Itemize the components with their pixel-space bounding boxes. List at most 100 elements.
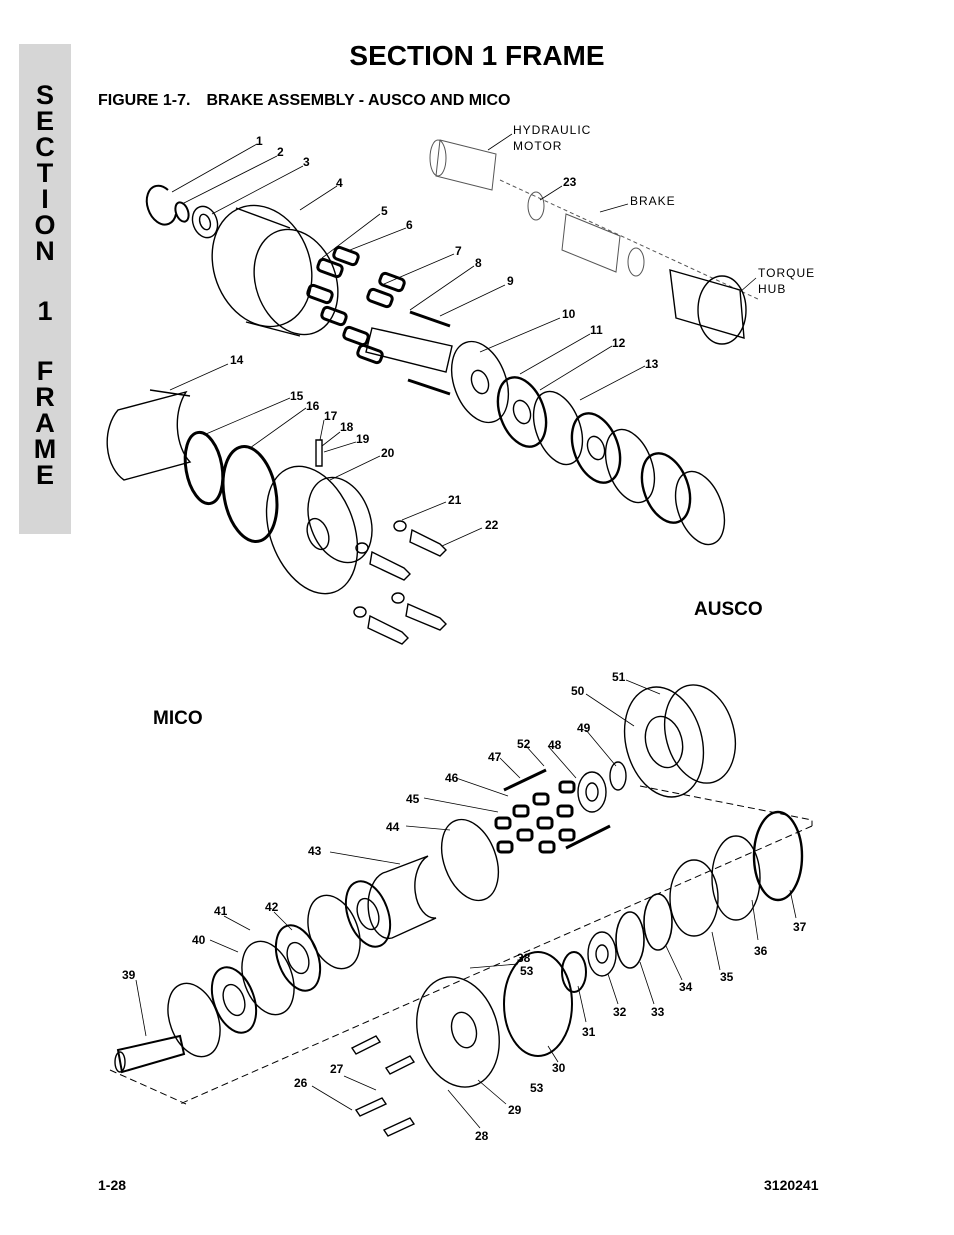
callout-50: 50: [571, 684, 585, 698]
brake-shaft: [365, 327, 453, 373]
callout-26: 26: [294, 1076, 308, 1090]
callout-46: 46: [445, 771, 459, 785]
bleed-fitting: [315, 439, 323, 467]
callout-44: 44: [386, 820, 400, 834]
callout-15: 15: [290, 389, 304, 403]
callout-18: 18: [340, 420, 354, 434]
torque-hub-label: HUB: [758, 282, 786, 296]
callout-5: 5: [381, 204, 388, 218]
hydraulic-motor-label: MOTOR: [513, 139, 562, 153]
pin: [409, 310, 451, 328]
page-number: 1-28: [98, 1177, 127, 1193]
bolt-group: [350, 1035, 416, 1137]
pin: [503, 768, 547, 792]
cylinder-sleeve: [367, 855, 437, 940]
side-tab-letter: A: [35, 408, 55, 438]
side-tab-letter: O: [34, 210, 56, 240]
callout-33: 33: [651, 1005, 665, 1019]
callout-43: 43: [308, 844, 322, 858]
brake-housing: [211, 204, 313, 328]
callout-40: 40: [192, 933, 206, 947]
mico-variant-label: MICO: [153, 708, 203, 729]
spring-group: [306, 245, 406, 365]
side-tab-letter: N: [35, 236, 55, 266]
callout-52: 52: [517, 737, 531, 751]
callout-35: 35: [720, 970, 734, 984]
callout-36: 36: [754, 944, 768, 958]
hydraulic-motor-label: HYDRAULIC: [513, 123, 591, 137]
side-tab-letter: F: [36, 356, 54, 386]
callout-45: 45: [406, 792, 420, 806]
side-tab-letter: I: [41, 184, 49, 214]
callout-8: 8: [475, 256, 482, 270]
bolt-group: [353, 520, 447, 645]
friction-plate-stack: [167, 880, 392, 1058]
callout-16: 16: [306, 399, 320, 413]
callout-32: 32: [613, 1005, 627, 1019]
callout-34: 34: [679, 980, 693, 994]
end-plate: [265, 465, 359, 595]
torque-hub-label: TORQUE: [758, 266, 815, 280]
callout-22: 22: [485, 518, 499, 532]
callout-10: 10: [562, 307, 576, 321]
callout-9: 9: [507, 274, 514, 288]
callout-12: 12: [612, 336, 626, 350]
document-number: 3120241: [764, 1177, 819, 1193]
callout-2: 2: [277, 145, 284, 159]
callout-30: 30: [552, 1061, 566, 1075]
callout-23: 23: [563, 175, 577, 189]
inset-motor-brake-hub: [429, 139, 761, 345]
cover-part: [106, 390, 192, 481]
callout-39: 39: [122, 968, 136, 982]
callout-53: 53: [520, 964, 534, 978]
piston: [669, 859, 719, 937]
leader-lines: [135, 679, 797, 1129]
callout-41: 41: [214, 904, 228, 918]
o-ring: [183, 430, 225, 506]
callout-37: 37: [793, 920, 807, 934]
callout-53: 53: [530, 1081, 544, 1095]
callout-20: 20: [381, 446, 395, 460]
bearing-part: [587, 931, 617, 977]
retaining-ring: [145, 184, 177, 226]
callout-31: 31: [582, 1025, 596, 1039]
callout-51: 51: [612, 670, 626, 684]
side-tab-letter: C: [35, 132, 55, 162]
side-tab-letter: 1: [37, 296, 53, 326]
figure-title: BRAKE ASSEMBLY - AUSCO AND MICO: [206, 92, 511, 109]
side-tab-letter: E: [35, 106, 54, 136]
callout-6: 6: [406, 218, 413, 232]
bearing-part: [191, 205, 219, 239]
mico-housing: [623, 686, 705, 798]
side-tab-letter: R: [35, 382, 55, 412]
callout-38: 38: [517, 951, 531, 965]
callout-49: 49: [577, 721, 591, 735]
side-tab-letter: E: [35, 460, 54, 490]
callout-48: 48: [548, 738, 562, 752]
page-title: SECTION 1 FRAME: [349, 40, 605, 71]
leader-lines: [169, 133, 757, 547]
pressure-plate: [440, 818, 500, 902]
end-cover: [416, 976, 500, 1088]
side-tab-letter: M: [33, 434, 57, 464]
figure-number: FIGURE 1-7.: [98, 92, 191, 109]
ring-part: [174, 201, 190, 223]
disk-stack: [450, 340, 726, 546]
brake-label: BRAKE: [630, 194, 676, 208]
o-ring: [221, 445, 279, 543]
callout-42: 42: [265, 900, 279, 914]
callout-14: 14: [230, 353, 244, 367]
callout-3: 3: [303, 155, 310, 169]
ausco-variant-label: AUSCO: [694, 599, 763, 620]
callout-28: 28: [475, 1129, 489, 1143]
callout-1: 1: [256, 134, 263, 148]
bearing-part: [577, 771, 607, 813]
callout-27: 27: [330, 1062, 344, 1076]
callout-19: 19: [356, 432, 370, 446]
callout-4: 4: [336, 176, 343, 190]
figure-caption: FIGURE 1-7. BRAKE ASSEMBLY - AUSCO AND MI…: [98, 92, 511, 110]
callout-47: 47: [488, 750, 502, 764]
callout-7: 7: [455, 244, 462, 258]
